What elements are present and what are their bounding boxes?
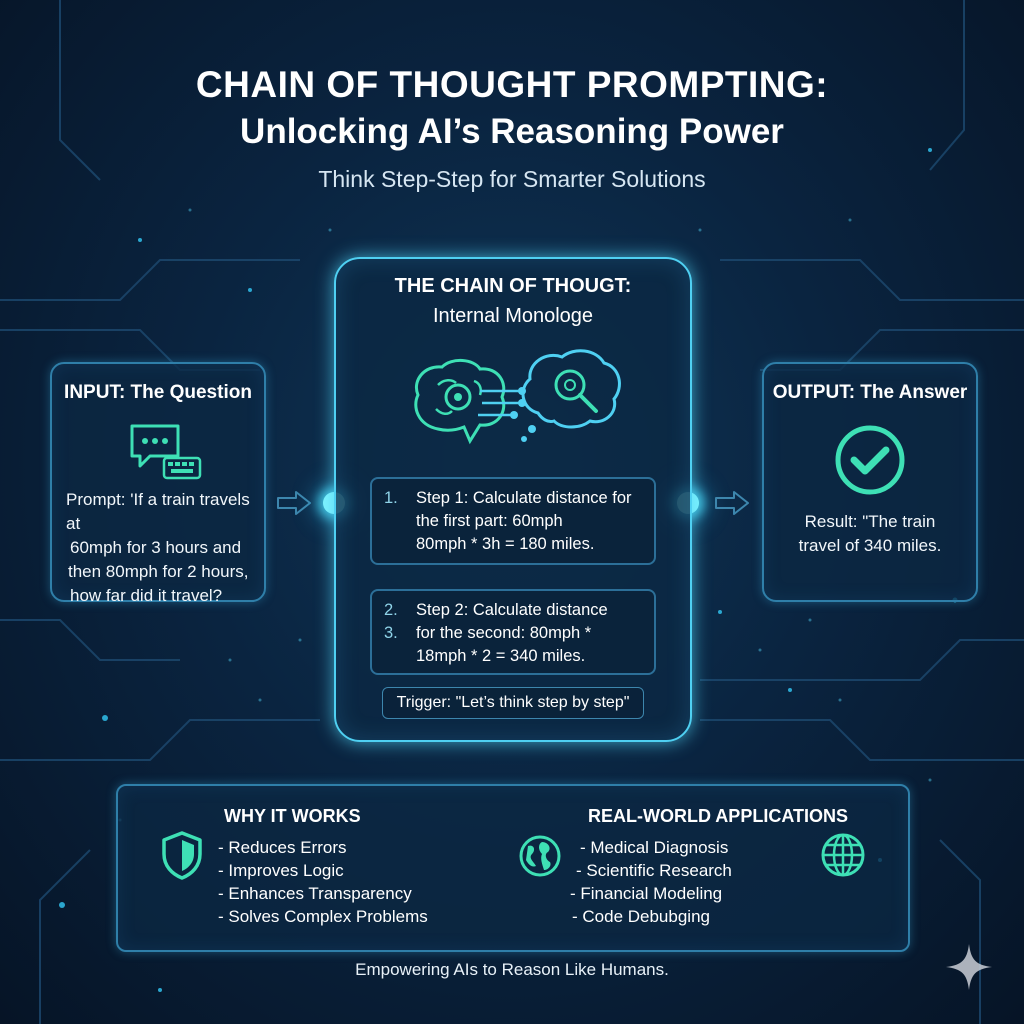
why-it-works-list: - Reduces Errors - Improves Logic - Enha…	[218, 836, 428, 928]
check-circle-icon	[835, 425, 905, 495]
output-panel: OUTPUT: The Answer Result: "The train tr…	[762, 362, 978, 602]
footer-tagline: Empowering AIs to Reason Like Humans.	[355, 960, 669, 979]
arrow-right-icon	[277, 491, 311, 515]
step-2-box: 2. 3. Step 2: Calculate distance for the…	[370, 589, 656, 675]
list-item: - Enhances Transparency	[218, 884, 412, 903]
output-panel-title: OUTPUT: The Answer	[772, 382, 968, 403]
input-prompt-text: Prompt: 'If a train travels at 60mph for…	[66, 490, 250, 605]
applications-list: - Medical Diagnosis - Scientific Researc…	[570, 836, 732, 928]
step-1-text: Step 1: Calculate distance for the first…	[416, 489, 632, 553]
thought-bubble-magnifier-icon	[521, 349, 621, 442]
step-1-number: 1.	[384, 489, 398, 507]
sparkle-icon	[946, 944, 992, 990]
brain-circuit-icon	[414, 359, 526, 445]
list-item: - Medical Diagnosis	[580, 838, 729, 857]
chain-panel-title: THE CHAIN OF THOUGT:	[394, 275, 632, 297]
list-item: - Scientific Research	[576, 861, 732, 880]
trigger-label: Trigger: "Let’s think step by step"	[382, 687, 644, 719]
step-2-number: 2.	[384, 601, 398, 619]
page-subtitle: Think Step-Step for Smarter Solutions	[318, 166, 706, 192]
step-3-number: 3.	[384, 624, 398, 642]
page-title-secondary: Unlocking AI’s Reasoning Power	[240, 112, 784, 151]
output-result-text: Result: "The train travel of 340 miles.	[798, 512, 942, 555]
chat-keyboard-icon	[130, 424, 202, 480]
list-item: - Reduces Errors	[218, 838, 347, 857]
list-item: - Solves Complex Problems	[218, 907, 428, 926]
info-panel: WHY IT WORKS - Reduces Errors - Improves…	[116, 784, 910, 952]
earth-globe-icon	[519, 835, 561, 877]
why-it-works-title: WHY IT WORKS	[224, 806, 361, 826]
page-title: CHAIN OF THOUGHT PROMPTING:	[195, 64, 829, 105]
list-item: - Improves Logic	[218, 861, 344, 880]
step-2-text: Step 2: Calculate distance for the secon…	[416, 601, 608, 665]
shield-icon	[162, 831, 202, 880]
input-panel-title: INPUT: The Question	[64, 382, 252, 403]
input-panel: INPUT: The Question Prompt: 'If a train …	[50, 362, 266, 605]
arrow-right-icon	[715, 491, 749, 515]
applications-title: REAL-WORLD APPLICATIONS	[588, 806, 848, 826]
list-item: - Financial Modeling	[570, 884, 723, 903]
chain-of-thought-panel: THE CHAIN OF THOUGT: Internal Monologe 1…	[334, 257, 692, 742]
chain-panel-subtitle: Internal Monologe	[432, 305, 594, 327]
step-1-box: 1. Step 1: Calculate distance for the fi…	[370, 477, 656, 565]
web-globe-icon	[821, 833, 865, 877]
list-item: - Code Debubging	[572, 907, 710, 926]
